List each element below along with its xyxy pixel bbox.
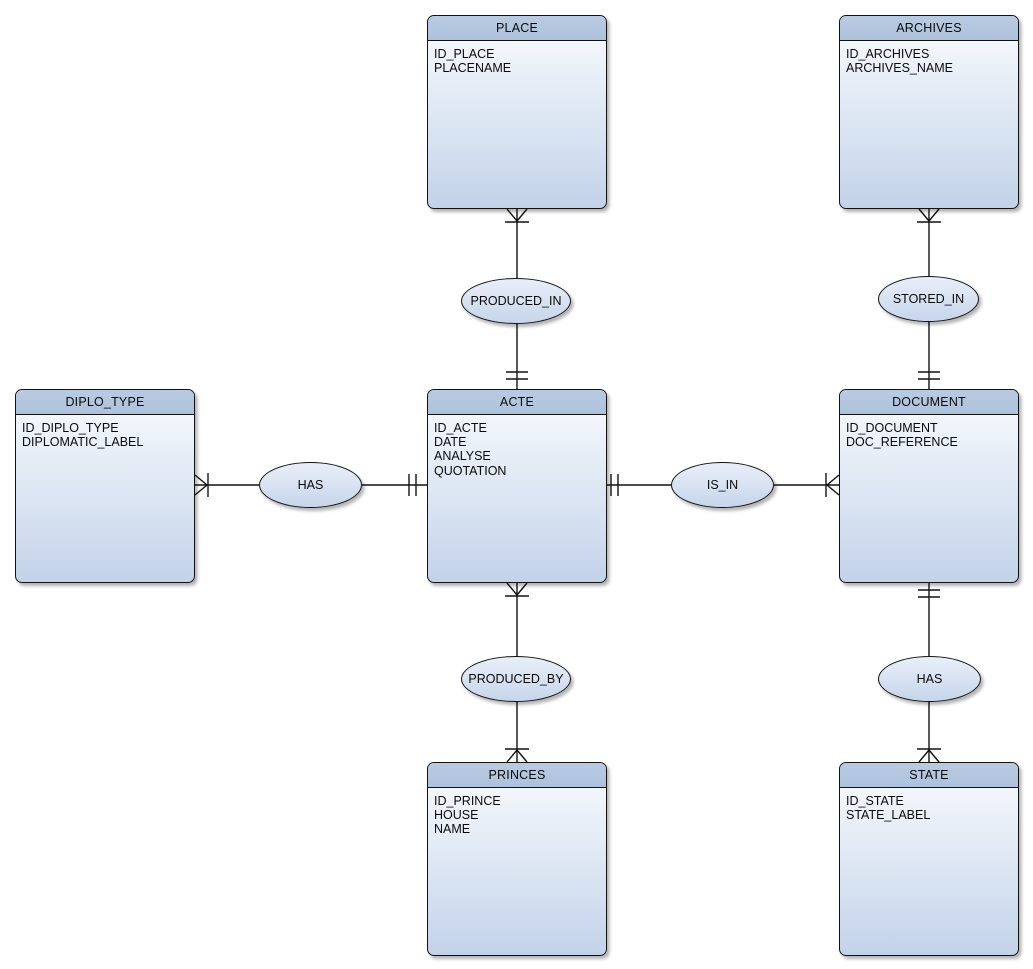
entity-archives-title: ARCHIVES <box>840 16 1018 41</box>
entity-place-attributes: ID_PLACE PLACENAME <box>428 41 606 75</box>
relationship-stored-in[interactable]: STORED_IN <box>878 276 979 322</box>
attribute: ARCHIVES_NAME <box>846 61 953 76</box>
attribute: ID_ARCHIVES <box>846 47 930 61</box>
entity-state-title: STATE <box>840 763 1018 788</box>
attribute: ID_ACTE <box>434 421 487 435</box>
attribute: ID_PRINCE <box>434 794 501 808</box>
entity-document-attributes: ID_DOCUMENT DOC_REFERENCE <box>840 415 1018 449</box>
entity-princes[interactable]: PRINCES ID_PRINCE HOUSE NAME <box>427 762 607 956</box>
attribute: ANALYSE <box>434 449 491 464</box>
entity-acte[interactable]: ACTE ID_ACTE DATE ANALYSE QUOTATION <box>427 389 607 583</box>
attribute: PLACENAME <box>434 61 512 76</box>
attribute: DOC_REFERENCE <box>846 435 958 450</box>
attribute: QUOTATION <box>434 463 507 478</box>
attribute: ID_PLACE <box>434 47 495 61</box>
attribute: ID_DIPLO_TYPE <box>22 421 119 435</box>
attribute: DIPLOMATIC_LABEL <box>22 435 144 450</box>
relationship-produced-in[interactable]: PRODUCED_IN <box>461 278 571 324</box>
entity-princes-attributes: ID_PRINCE HOUSE NAME <box>428 788 606 837</box>
entity-state[interactable]: STATE ID_STATE STATE_LABEL <box>839 762 1019 956</box>
entity-diplo-type-attributes: ID_DIPLO_TYPE DIPLOMATIC_LABEL <box>16 415 194 449</box>
relationship-has-state[interactable]: HAS <box>878 656 981 702</box>
attribute: ID_DOCUMENT <box>846 421 938 435</box>
entity-acte-title: ACTE <box>428 390 606 415</box>
attribute: DATE <box>434 435 467 450</box>
attribute: ID_STATE <box>846 794 904 808</box>
entity-diplo-type[interactable]: DIPLO_TYPE ID_DIPLO_TYPE DIPLOMATIC_LABE… <box>15 389 195 583</box>
entity-document[interactable]: DOCUMENT ID_DOCUMENT DOC_REFERENCE <box>839 389 1019 583</box>
relationship-has-diplo-type[interactable]: HAS <box>259 462 362 508</box>
attribute: NAME <box>434 822 471 837</box>
relationship-is-in[interactable]: IS_IN <box>671 462 774 508</box>
entity-archives[interactable]: ARCHIVES ID_ARCHIVES ARCHIVES_NAME <box>839 15 1019 209</box>
entity-place-title: PLACE <box>428 16 606 41</box>
entity-diplo-type-title: DIPLO_TYPE <box>16 390 194 415</box>
entity-document-title: DOCUMENT <box>840 390 1018 415</box>
entity-archives-attributes: ID_ARCHIVES ARCHIVES_NAME <box>840 41 1018 75</box>
entity-state-attributes: ID_STATE STATE_LABEL <box>840 788 1018 822</box>
attribute: STATE_LABEL <box>846 808 931 823</box>
entity-acte-attributes: ID_ACTE DATE ANALYSE QUOTATION <box>428 415 606 478</box>
attribute: HOUSE <box>434 808 479 823</box>
entity-place[interactable]: PLACE ID_PLACE PLACENAME <box>427 15 607 209</box>
entity-princes-title: PRINCES <box>428 763 606 788</box>
relationship-produced-by[interactable]: PRODUCED_BY <box>461 656 571 702</box>
